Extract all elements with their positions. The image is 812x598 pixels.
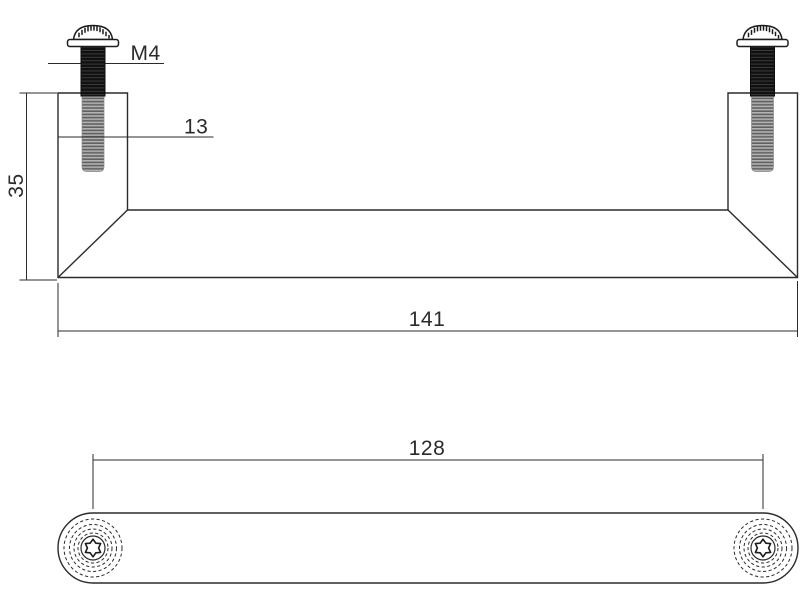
right-screw-hidden-thread [751,95,774,172]
left-screw [66,24,120,97]
bottom-view [57,512,799,584]
dimension-13: 13 [58,116,214,139]
left-miter-line [57,209,128,279]
right-miter-line [727,209,798,279]
dimensions: M4 13 35 141 128 [5,42,798,509]
height-label: 35 [5,173,28,197]
left-screw-hidden-thread [81,95,105,172]
dimension-141: 141 [57,281,798,337]
m4-label: M4 [131,42,161,65]
right-screw [736,24,789,97]
handle-bottom-outline [57,512,799,584]
dimension-35: 35 [5,92,57,281]
dimension-128: 128 [92,437,764,509]
front-view [57,92,799,279]
handle-front-outline [57,92,799,279]
screws [66,24,789,97]
length-label: 141 [409,308,446,331]
centres-label: 128 [409,437,446,460]
width-13-label: 13 [184,116,208,139]
dimension-m4: M4 [48,42,164,65]
